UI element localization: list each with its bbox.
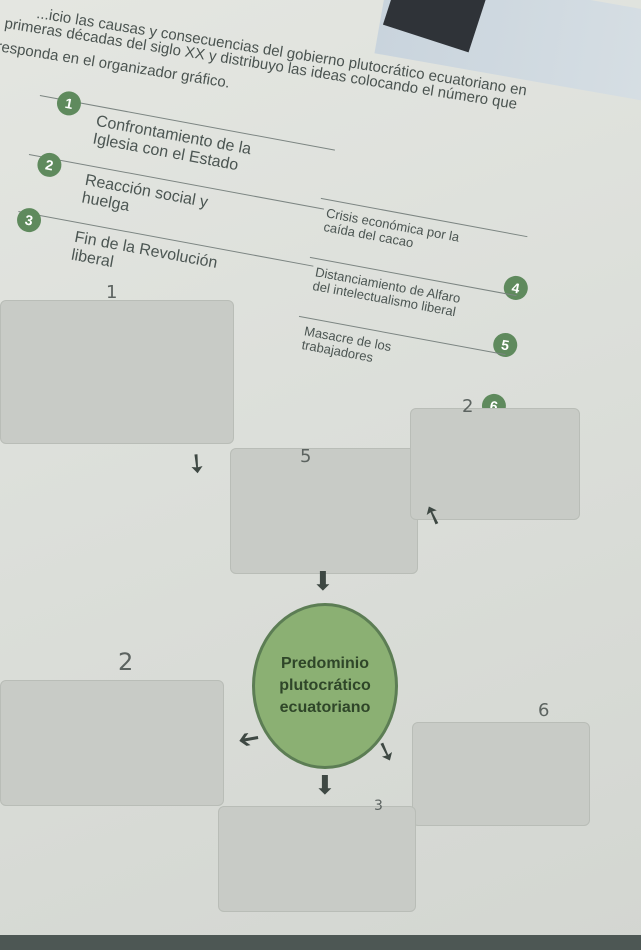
handwritten-note: 6 [538,700,550,721]
answer-box-bottom-center[interactable] [218,806,416,912]
center-line-2: plutocrático [279,677,371,694]
bottom-edge-shadow [0,935,641,950]
answer-box-bottom-left[interactable] [0,680,224,806]
answer-box-bottom-right[interactable] [412,722,590,826]
answer-box-top-right[interactable] [410,408,580,520]
handwritten-note: 1 [106,282,118,303]
center-concept-circle: Predominio plutocrático ecuatoriano [252,603,398,769]
handwritten-note: 2 [118,648,134,676]
answer-box-top-center[interactable] [230,448,418,574]
center-line-3: ecuatoriano [279,699,371,716]
center-line-1: Predominio [280,655,369,672]
handwritten-note: 3 [374,798,383,814]
answer-box-top-left[interactable] [0,300,234,444]
arrow-icon: ➘ [179,444,216,482]
handwritten-note: 5 [300,446,312,467]
arrow-left-icon: ➔ [235,723,263,757]
arrow-down-icon: ⬇ [314,770,336,800]
handwritten-note: 2 [462,396,474,417]
arrow-down-icon: ⬇ [312,566,334,596]
